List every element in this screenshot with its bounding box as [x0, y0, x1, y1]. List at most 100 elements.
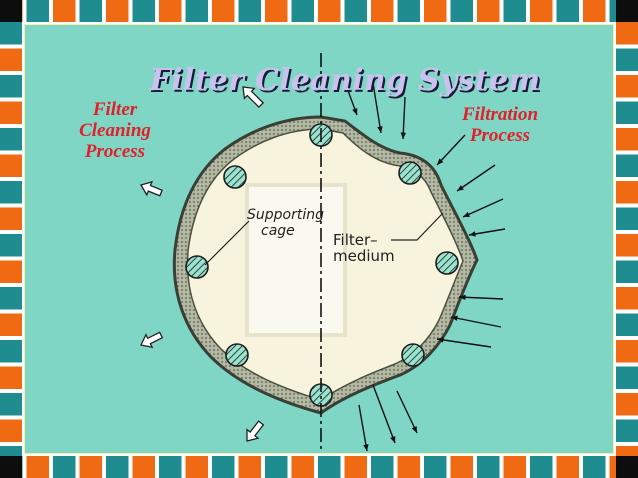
border-segment [53, 0, 76, 22]
filter-medium-line-2: medium [333, 247, 395, 265]
border-segment [159, 0, 182, 22]
border-segment [0, 313, 22, 336]
filtration-arrowhead [377, 126, 383, 133]
border-segment [0, 287, 22, 310]
border-segment [238, 456, 261, 478]
border-segment [556, 456, 579, 478]
border-segment [616, 366, 638, 389]
cleaning-arrow [140, 180, 163, 197]
filter-medium-label: Filter– medium [333, 232, 395, 264]
border-segment [450, 456, 473, 478]
border-segment [616, 75, 638, 98]
supporting-cage-leader [204, 220, 250, 266]
supporting-cage-label: Supporting cage [247, 207, 324, 239]
supporting-cage-bars [185, 123, 459, 407]
cage-bar [225, 343, 249, 367]
border-segment [477, 456, 500, 478]
border-segment [583, 0, 606, 22]
border-segment [185, 456, 208, 478]
border-segment [79, 0, 102, 22]
filtration-arrow [372, 82, 382, 134]
filtration-arrowhead [400, 132, 407, 139]
cleaning-arrows [140, 86, 265, 442]
diagram-panel: Filter Cleaning System Filter Cleaning P… [24, 24, 614, 454]
filtration-arrowhead [451, 315, 458, 321]
border-segment [616, 340, 638, 363]
border-segment [265, 0, 288, 22]
border-segment [530, 0, 553, 22]
border-segment [132, 0, 155, 22]
cage-center [245, 183, 347, 337]
filtration-arrow [342, 76, 358, 116]
border-segment [450, 0, 473, 22]
filtration-arrow [358, 404, 368, 452]
filter-medium-leader [391, 212, 444, 241]
border-segment [0, 181, 22, 204]
slide-title: Filter Cleaning System [149, 63, 541, 98]
cleaning-arrow [140, 331, 164, 349]
border-segment [291, 456, 314, 478]
border-segment [238, 0, 261, 22]
border-segment [265, 456, 288, 478]
border-segment [424, 0, 447, 22]
border-segment [616, 181, 638, 204]
cleaning-arrow [246, 420, 265, 442]
filtration-arrow [436, 134, 466, 166]
cage-bar [185, 255, 209, 279]
filtration-arrowhead [437, 337, 444, 343]
filter-cleaning-process-label: Filter Cleaning Process [65, 99, 165, 162]
border-segment [0, 340, 22, 363]
border-segment [318, 0, 341, 22]
filtration-arrow [458, 296, 504, 300]
border-segment [616, 393, 638, 416]
cage-bar [223, 165, 247, 189]
filtration-arrow [396, 390, 418, 434]
filtration-arrow [456, 164, 496, 192]
border-segment [424, 456, 447, 478]
filter-diagram [140, 53, 506, 453]
border-segment [616, 313, 638, 336]
left-label-line-1: Filter [92, 99, 138, 120]
border-segment [0, 366, 22, 389]
border-segment [0, 101, 22, 124]
border-segment [0, 48, 22, 71]
supporting-cage-line-1: Supporting [247, 207, 324, 223]
border-segment [26, 456, 49, 478]
cage-bar [435, 251, 459, 275]
border-corner [616, 0, 638, 22]
filtration-arrow [372, 384, 396, 444]
border-corner [616, 456, 638, 478]
border-segment [0, 419, 22, 442]
right-label-line-2: Process [469, 125, 531, 146]
filtration-arrowhead [459, 294, 466, 301]
border-segment [616, 48, 638, 71]
border-segment [397, 0, 420, 22]
border-segment [616, 234, 638, 257]
border-segment [344, 0, 367, 22]
filtration-arrows [342, 76, 506, 452]
filtration-arrow [402, 96, 406, 140]
cleaning-arrow [242, 86, 265, 109]
supporting-cage-line-2: cage [261, 223, 295, 239]
filtration-arrowhead [352, 108, 358, 115]
border-segment [0, 128, 22, 151]
border-segment [583, 456, 606, 478]
border-segment [26, 0, 49, 22]
border-segment [371, 456, 394, 478]
border-segment [556, 0, 579, 22]
border-segment [616, 419, 638, 442]
border-segment [616, 207, 638, 230]
border-segment [530, 456, 553, 478]
left-label-line-2: Cleaning [79, 120, 151, 141]
right-label-line-1: Filtration [461, 104, 539, 125]
border-segment [616, 154, 638, 177]
border-segment [318, 456, 341, 478]
border-segment [616, 287, 638, 310]
filtration-arrowhead [463, 211, 470, 217]
border-segment [106, 0, 129, 22]
border-segment [371, 0, 394, 22]
filtration-arrowhead [363, 444, 369, 451]
filtration-arrowhead [411, 426, 417, 433]
border-segment [477, 0, 500, 22]
